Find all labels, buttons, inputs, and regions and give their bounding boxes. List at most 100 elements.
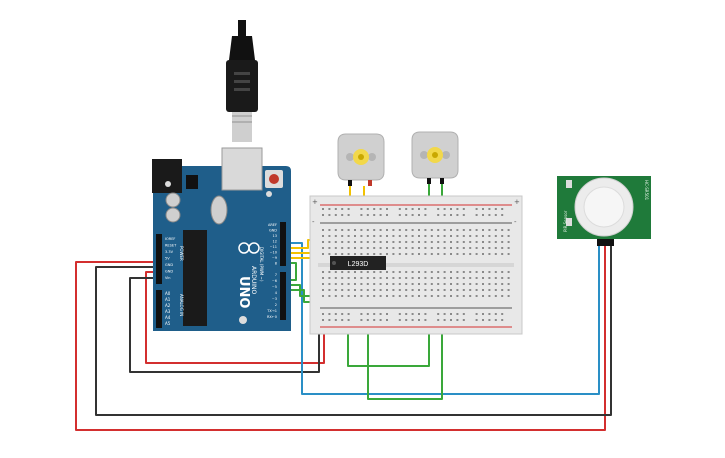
breadboard-hole[interactable] bbox=[501, 283, 504, 285]
breadboard-hole[interactable] bbox=[411, 235, 414, 237]
breadboard-hole[interactable] bbox=[462, 247, 465, 249]
breadboard-hole[interactable] bbox=[443, 208, 446, 210]
breadboard-hole[interactable] bbox=[411, 253, 414, 255]
breadboard-hole[interactable] bbox=[501, 229, 504, 231]
breadboard-hole[interactable] bbox=[430, 295, 433, 297]
breadboard-hole[interactable] bbox=[469, 271, 472, 273]
breadboard-hole[interactable] bbox=[347, 241, 350, 243]
breadboard-hole[interactable] bbox=[341, 214, 344, 216]
breadboard-hole[interactable] bbox=[462, 241, 465, 243]
breadboard-hole[interactable] bbox=[322, 229, 324, 231]
breadboard-hole[interactable] bbox=[482, 253, 484, 255]
breadboard-hole[interactable] bbox=[501, 247, 504, 249]
breadboard-hole[interactable] bbox=[373, 277, 376, 279]
breadboard-hole[interactable] bbox=[386, 277, 388, 279]
breadboard-hole[interactable] bbox=[398, 289, 401, 291]
reset-button[interactable] bbox=[269, 174, 279, 184]
breadboard-hole[interactable] bbox=[379, 289, 382, 291]
breadboard-hole[interactable] bbox=[405, 241, 408, 243]
breadboard-hole[interactable] bbox=[379, 241, 382, 243]
breadboard-hole[interactable] bbox=[405, 208, 408, 210]
breadboard-hole[interactable] bbox=[386, 247, 388, 249]
breadboard-hole[interactable] bbox=[328, 283, 331, 285]
breadboard-hole[interactable] bbox=[456, 235, 459, 237]
breadboard-hole[interactable] bbox=[347, 229, 350, 231]
breadboard-hole[interactable] bbox=[450, 289, 452, 291]
breadboard-hole[interactable] bbox=[437, 277, 440, 279]
breadboard-hole[interactable] bbox=[469, 235, 472, 237]
breadboard-hole[interactable] bbox=[437, 289, 440, 291]
breadboard-hole[interactable] bbox=[392, 247, 395, 249]
breadboard-hole[interactable] bbox=[366, 208, 369, 210]
breadboard-hole[interactable] bbox=[450, 208, 452, 210]
breadboard-hole[interactable] bbox=[482, 235, 484, 237]
breadboard-hole[interactable] bbox=[405, 283, 408, 285]
breadboard-hole[interactable] bbox=[405, 235, 408, 237]
breadboard-hole[interactable] bbox=[443, 289, 446, 291]
breadboard-hole[interactable] bbox=[450, 229, 452, 231]
breadboard-hole[interactable] bbox=[341, 319, 344, 321]
breadboard-hole[interactable] bbox=[341, 289, 344, 291]
breadboard-hole[interactable] bbox=[462, 319, 465, 321]
breadboard-hole[interactable] bbox=[334, 229, 337, 231]
breadboard-hole[interactable] bbox=[354, 295, 356, 297]
breadboard-hole[interactable] bbox=[424, 283, 427, 285]
breadboard-hole[interactable] bbox=[341, 229, 344, 231]
breadboard-hole[interactable] bbox=[437, 283, 440, 285]
breadboard-hole[interactable] bbox=[418, 319, 420, 321]
breadboard-hole[interactable] bbox=[379, 229, 382, 231]
breadboard-hole[interactable] bbox=[462, 253, 465, 255]
breadboard-hole[interactable] bbox=[398, 295, 401, 297]
breadboard-hole[interactable] bbox=[488, 247, 491, 249]
breadboard-hole[interactable] bbox=[386, 253, 388, 255]
breadboard-hole[interactable] bbox=[334, 235, 337, 237]
breadboard-hole[interactable] bbox=[373, 289, 376, 291]
breadboard-hole[interactable] bbox=[347, 277, 350, 279]
breadboard-hole[interactable] bbox=[443, 235, 446, 237]
breadboard-hole[interactable] bbox=[386, 271, 388, 273]
breadboard-hole[interactable] bbox=[488, 283, 491, 285]
breadboard-hole[interactable] bbox=[501, 319, 504, 321]
breadboard-hole[interactable] bbox=[494, 313, 497, 315]
breadboard-hole[interactable] bbox=[398, 214, 401, 216]
breadboard-hole[interactable] bbox=[360, 208, 363, 210]
breadboard-hole[interactable] bbox=[501, 241, 504, 243]
breadboard-hole[interactable] bbox=[443, 313, 446, 315]
breadboard-hole[interactable] bbox=[328, 313, 331, 315]
breadboard-hole[interactable] bbox=[494, 283, 497, 285]
breadboard-hole[interactable] bbox=[341, 247, 344, 249]
breadboard-hole[interactable] bbox=[322, 289, 324, 291]
breadboard-hole[interactable] bbox=[482, 319, 484, 321]
breadboard-hole[interactable] bbox=[392, 283, 395, 285]
breadboard-hole[interactable] bbox=[424, 229, 427, 231]
breadboard-hole[interactable] bbox=[450, 271, 452, 273]
breadboard-hole[interactable] bbox=[488, 214, 491, 216]
breadboard-hole[interactable] bbox=[379, 295, 382, 297]
breadboard-hole[interactable] bbox=[507, 241, 510, 243]
breadboard-hole[interactable] bbox=[430, 247, 433, 249]
breadboard-hole[interactable] bbox=[424, 313, 427, 315]
breadboard-hole[interactable] bbox=[392, 241, 395, 243]
breadboard-hole[interactable] bbox=[482, 229, 484, 231]
breadboard-hole[interactable] bbox=[456, 289, 459, 291]
breadboard-hole[interactable] bbox=[462, 277, 465, 279]
breadboard-hole[interactable] bbox=[366, 271, 369, 273]
breadboard-hole[interactable] bbox=[424, 208, 427, 210]
breadboard-hole[interactable] bbox=[437, 229, 440, 231]
breadboard-hole[interactable] bbox=[379, 319, 382, 321]
breadboard-hole[interactable] bbox=[475, 247, 478, 249]
breadboard-hole[interactable] bbox=[424, 253, 427, 255]
breadboard-hole[interactable] bbox=[507, 235, 510, 237]
breadboard-hole[interactable] bbox=[334, 319, 337, 321]
breadboard-hole[interactable] bbox=[494, 271, 497, 273]
breadboard-hole[interactable] bbox=[418, 214, 420, 216]
breadboard-hole[interactable] bbox=[328, 229, 331, 231]
breadboard-hole[interactable] bbox=[334, 283, 337, 285]
breadboard-hole[interactable] bbox=[450, 313, 452, 315]
breadboard-hole[interactable] bbox=[424, 247, 427, 249]
breadboard-hole[interactable] bbox=[494, 253, 497, 255]
breadboard-hole[interactable] bbox=[392, 229, 395, 231]
breadboard-hole[interactable] bbox=[411, 247, 414, 249]
breadboard-hole[interactable] bbox=[424, 271, 427, 273]
breadboard-hole[interactable] bbox=[507, 277, 510, 279]
